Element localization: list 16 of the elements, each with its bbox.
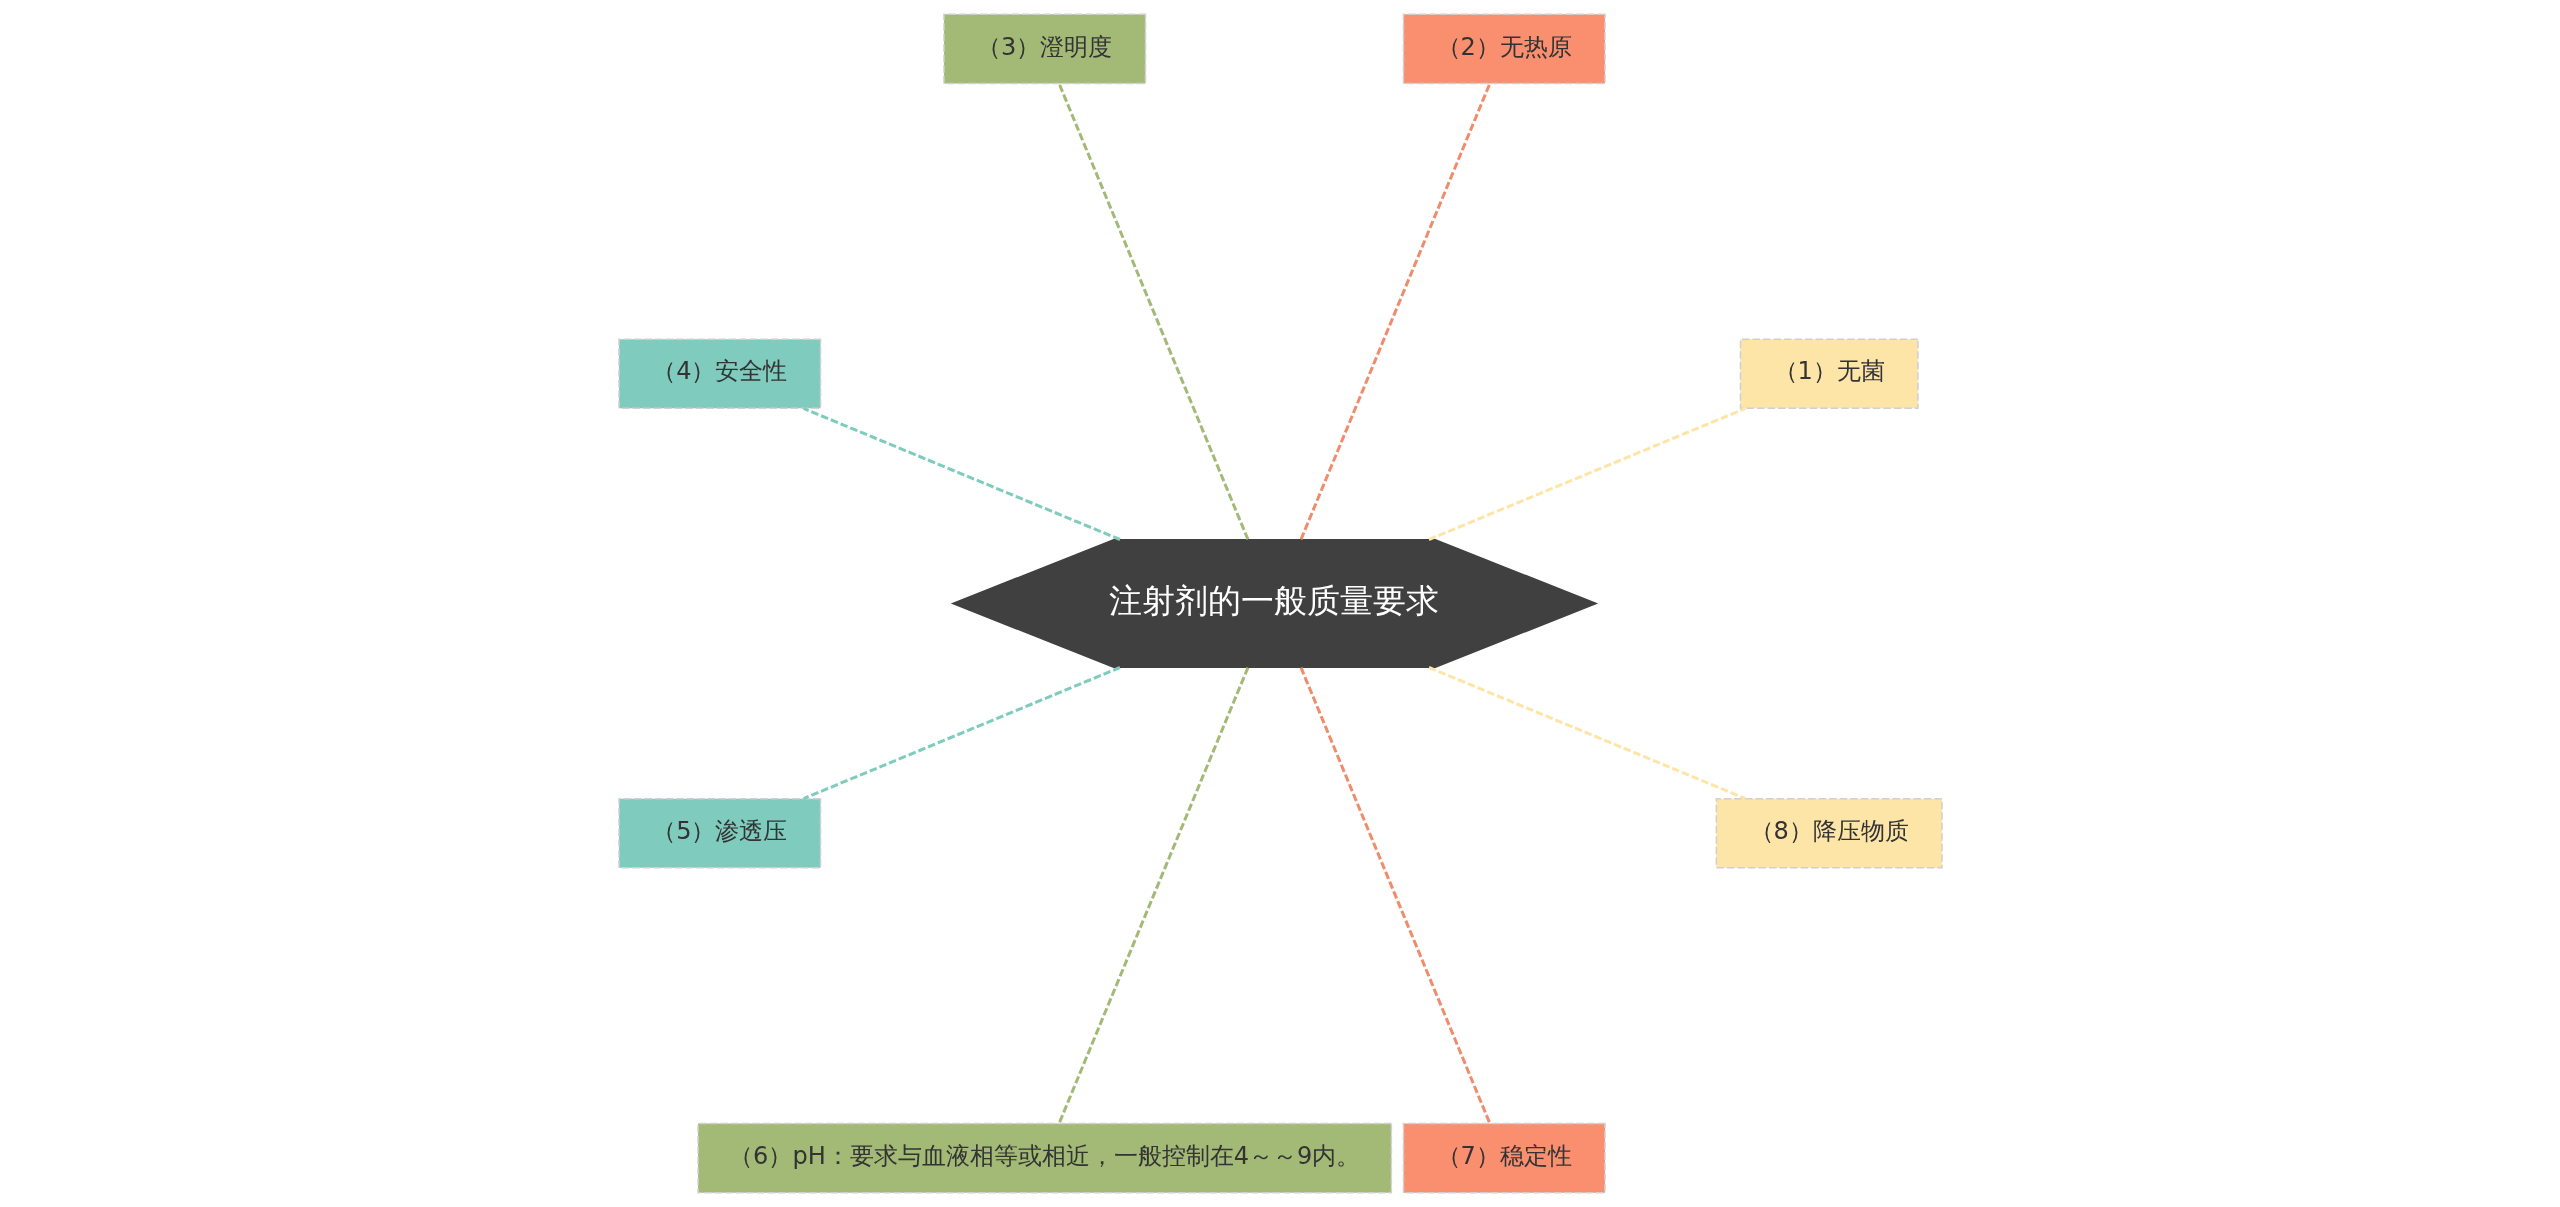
- node-box: （8）降压物质: [1715, 797, 1943, 869]
- node-box: （3）澄明度: [942, 13, 1146, 85]
- connector: [1427, 666, 1746, 800]
- connector: [802, 666, 1121, 800]
- connector: [1057, 82, 1249, 540]
- node-box: （4）安全性: [617, 338, 821, 410]
- connector: [1299, 667, 1491, 1125]
- node-box: （6）pH：要求与血液相等或相近，一般控制在4～～9内。: [696, 1122, 1392, 1194]
- connector: [802, 407, 1121, 541]
- node-box: （1）无菌: [1739, 338, 1919, 410]
- node-box: （7）稳定性: [1402, 1122, 1606, 1194]
- connector: [1299, 82, 1491, 540]
- node-box: （2）无热原: [1402, 13, 1606, 85]
- node-box: （5）渗透压: [617, 797, 821, 869]
- connector: [1057, 667, 1249, 1125]
- connector: [1427, 407, 1746, 541]
